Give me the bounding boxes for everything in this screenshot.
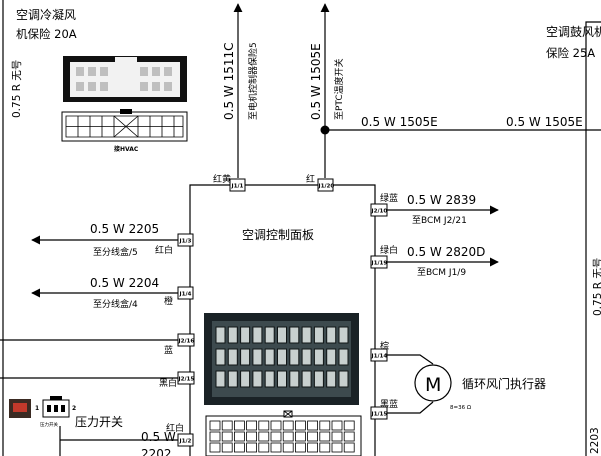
svg-text:J1/14: J1/14 <box>371 354 388 360</box>
wire-1505e-vertical-label: 0.5 W 1505E <box>309 43 323 120</box>
svg-text:J2/15: J2/15 <box>178 377 195 383</box>
right-wire-label: 0.75 R 无号 <box>592 258 601 316</box>
color-heibai: 黑白 <box>159 377 177 389</box>
svg-text:2: 2 <box>72 405 76 412</box>
wire-1511c-label: 0.5 W 1511C <box>222 43 236 121</box>
panel-connector-photo <box>204 313 359 405</box>
svg-text:J1/15: J1/15 <box>371 412 388 418</box>
motor-icon <box>414 364 452 402</box>
pin-j1-14: J1/14 <box>370 348 388 362</box>
svg-text:J1/2: J1/2 <box>179 439 192 445</box>
svg-text:J2/16: J2/16 <box>178 339 195 345</box>
wire-1505e-h2-label: 0.5 W 1505E <box>506 115 583 129</box>
svg-text:J2/10: J2/10 <box>371 209 388 215</box>
wire-1505e-vertical-dest: 至PTC温度开关 <box>333 58 345 120</box>
color-cheng: 橙 <box>164 295 173 307</box>
wire-2820d-label: 0.5 W 2820D <box>407 245 485 259</box>
hvac-pinout: 接HVAC <box>61 109 188 153</box>
pin-j2-10: J2/10 <box>370 203 388 217</box>
wire-j1-14 <box>387 354 434 365</box>
motor-resistance: 8=36 Ω <box>450 405 471 411</box>
motor-label: 循环风门执行器 <box>462 376 546 391</box>
wire-bottom-label: 0.5 W <box>141 430 176 444</box>
fuse-ac-condenser: 空调冷凝风 机保险 20A <box>16 7 77 41</box>
pin-j2-16: J2/16 <box>177 333 195 347</box>
pressure-caption: 压力开关 <box>40 421 58 428</box>
pin-j1-2: J1/2 <box>177 433 194 447</box>
fuse-blower: 空调鼓风机 保险 25A <box>546 25 601 60</box>
wire-2820d-dest: 至BCM J1/9 <box>417 267 466 278</box>
pin-j1-20: J1/20 <box>317 178 335 192</box>
svg-text:J1/1: J1/1 <box>231 184 244 190</box>
svg-text:1: 1 <box>35 405 39 412</box>
hvac-caption: 接HVAC <box>113 145 139 153</box>
fuse-ac-label-1: 空调冷凝风 <box>16 7 76 22</box>
right-power-wire <box>585 21 601 456</box>
svg-text:J1/20: J1/20 <box>318 184 335 190</box>
junction-dot <box>320 125 330 135</box>
color-lan: 蓝 <box>164 344 173 356</box>
fuse-blower-label-2: 保险 25A <box>546 46 595 60</box>
wire-bottom-number: 2202 <box>141 447 172 456</box>
wire-2205-label: 0.5 W 2205 <box>90 222 159 236</box>
wire-1511c-dest: 至电机控制器保险5 <box>247 42 259 120</box>
pin-j1-19: J1/19 <box>370 255 388 269</box>
color-hongbai: 红白 <box>155 244 173 256</box>
fuse-blower-label-1: 空调鼓风机 <box>546 25 601 39</box>
motor-symbol: M <box>425 374 441 396</box>
pin-j1-4: J1/4 <box>177 286 194 300</box>
color-zong: 棕 <box>380 340 389 352</box>
wire-j1-15 <box>387 401 434 414</box>
panel-connector-pinout <box>205 410 362 456</box>
color-hongdan: 红黄 <box>213 173 231 185</box>
pin-j1-3: J1/3 <box>177 233 194 247</box>
wire-2839-label: 0.5 W 2839 <box>407 193 476 207</box>
svg-text:J1/3: J1/3 <box>179 239 192 245</box>
fuse-ac-label-2: 机保险 20A <box>16 27 77 41</box>
wire-2205-dest: 至分线盒/5 <box>93 246 138 258</box>
wire-1505e-h1-label: 0.5 W 1505E <box>361 115 438 129</box>
color-lvbai: 绿白 <box>380 244 398 256</box>
color-hongbai2: 红白 <box>166 422 184 434</box>
wire-2204-dest: 至分线盒/4 <box>93 298 138 310</box>
svg-text:J1/4: J1/4 <box>179 292 192 298</box>
svg-text:J1/19: J1/19 <box>371 261 388 267</box>
pressure-switch-photo: 1 2 压力开关 <box>9 396 76 428</box>
wire-2839-dest: 至BCM J2/21 <box>412 215 467 226</box>
pin-j1-1: J1/1 <box>229 178 246 192</box>
pin-j2-15: J2/15 <box>177 371 195 385</box>
right-bottom-wire-label: 2203 <box>589 427 601 454</box>
hvac-connector-photo <box>63 56 187 102</box>
wire-2204-label: 0.5 W 2204 <box>90 276 159 290</box>
left-wire-label: 0.75 R 无号 <box>11 60 23 118</box>
pressure-switch-label: 压力开关 <box>75 415 123 429</box>
color-lvlan: 绿蓝 <box>380 192 398 204</box>
color-hong: 红 <box>306 173 315 185</box>
control-panel-title: 空调控制面板 <box>242 228 314 242</box>
control-panel-box <box>189 184 376 456</box>
pin-j1-15: J1/15 <box>370 406 388 420</box>
